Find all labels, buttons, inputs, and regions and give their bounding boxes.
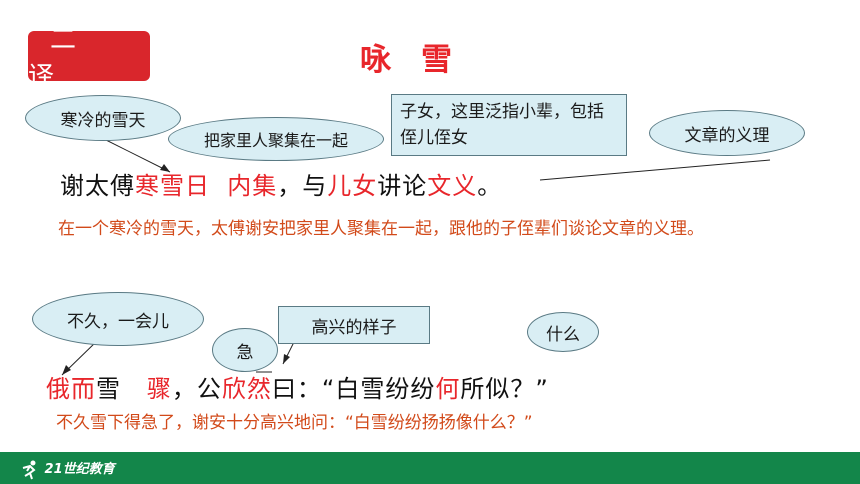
note-ji-text: 急 (236, 342, 254, 363)
translation-2: 不久雪下得急了，谢安十分高兴地问：“白雪纷纷扬扬像什么？” (56, 413, 533, 433)
note-he: 什么 (527, 312, 599, 352)
footer-logo-text: 21世纪教育 (44, 462, 115, 477)
s1-jianglun: 讲论 (377, 172, 428, 200)
section-badge: 二 译 (28, 25, 150, 92)
note-xinran-text: 高兴的样子 (311, 317, 397, 338)
s2-xue: 雪 (96, 375, 121, 403)
connector-xinran-arrowhead (283, 354, 290, 364)
note-wenyi-text: 文章的义理 (684, 125, 770, 146)
note-neiji-text: 把家里人聚集在一起 (203, 131, 348, 150)
s2-yue: 曰：“白雪纷纷 (271, 375, 436, 403)
note-neiji: 把家里人聚集在一起 (168, 117, 384, 161)
s2-ejian: 俄而 (46, 375, 96, 403)
s1-neiji: 内集 (227, 172, 278, 200)
s2-end: 所似？” (460, 375, 549, 403)
note-he-text: 什么 (546, 324, 580, 345)
note-ernv: 子女，这里泛指小辈，包括侄儿侄女 (391, 94, 627, 156)
note-xinran: 高兴的样子 (278, 306, 430, 344)
s2-xinran: 欣然 (221, 375, 272, 403)
note-wenyi: 文章的义理 (649, 110, 805, 156)
s1-ernv: 儿女 (327, 172, 378, 200)
note-ji: 急 (212, 328, 278, 372)
connector-wenyi (539, 159, 771, 181)
note-ejian: 不久，一会儿 (32, 292, 204, 346)
translation-1: 在一个寒冷的雪天，太傅谢安把家里人聚集在一起，跟他的子侄辈们谈论文章的义理。 (58, 219, 704, 239)
note-hanxue-text: 寒冷的雪天 (60, 110, 146, 131)
s2-gong: ，公 (171, 375, 222, 403)
note-ejian-text: 不久，一会儿 (67, 311, 169, 332)
s1-hanxueri: 寒雪日 (135, 172, 210, 200)
s1-xietaifu: 谢太傅 (60, 172, 135, 200)
s2-he: 何 (435, 375, 461, 403)
page-title: 咏雪 (360, 42, 482, 78)
s1-end: 。 (477, 172, 503, 200)
footer-bar (0, 452, 860, 484)
runner-icon (22, 460, 36, 479)
footer-logo: 21世纪教育 (18, 458, 115, 480)
note-ernv-text: 子女，这里泛指小辈，包括侄儿侄女 (400, 102, 604, 148)
s2-zhou: 骤 (146, 375, 172, 403)
s1-yu: ，与 (277, 172, 328, 200)
s1-wenyi: 文义 (427, 172, 478, 200)
original-sentence-1: 谢太傅寒雪日 内集，与儿女讲论文义。 (60, 166, 502, 201)
original-sentence-2: 俄而雪 骤，公欣然曰：“白雪纷纷何所似？” (46, 369, 549, 404)
note-hanxue: 寒冷的雪天 (25, 95, 181, 141)
